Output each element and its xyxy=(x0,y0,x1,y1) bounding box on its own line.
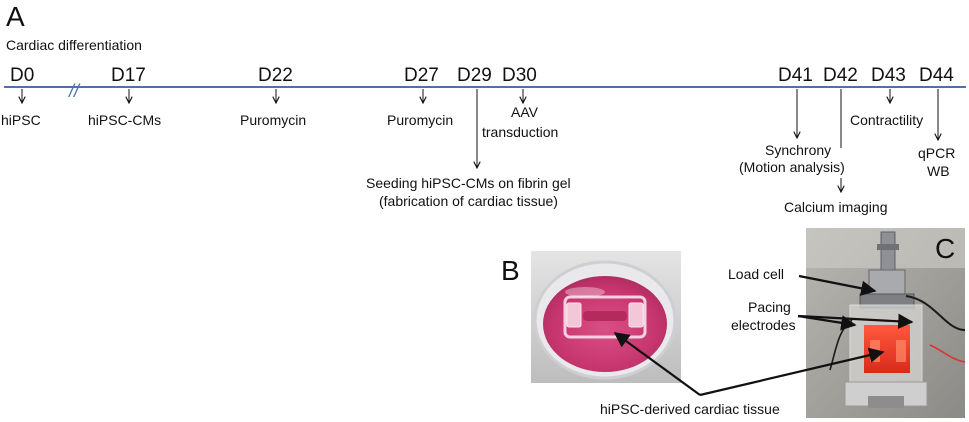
event-seeding-line1: Seeding hiPSC-CMs on fibrin gel xyxy=(366,175,571,191)
event-synchrony-line1: Synchrony xyxy=(765,142,831,158)
label-shared-tissue: hiPSC-derived cardiac tissue xyxy=(600,401,780,417)
micrometer xyxy=(880,231,896,273)
panel-b-letter: B xyxy=(501,255,520,286)
day-d43: D43 xyxy=(871,65,906,86)
event-puromycin-d27: Puromycin xyxy=(387,112,453,128)
pointer-load-cell xyxy=(798,274,877,296)
electrode-wire-red xyxy=(929,344,966,363)
event-hipsc-cms: hiPSC-CMs xyxy=(88,112,161,128)
label-load-cell: Load cell xyxy=(728,266,784,282)
label-pacing-line1: Pacing xyxy=(748,299,791,315)
day-d0: D0 xyxy=(10,65,34,86)
tissue-post-left xyxy=(566,302,582,328)
panel-b-photo xyxy=(531,251,681,383)
event-contractility: Contractility xyxy=(850,112,923,128)
pointer-electrode-2 xyxy=(797,313,914,329)
day-d17: D17 xyxy=(111,65,146,86)
day-d22: D22 xyxy=(258,65,293,86)
event-wb: WB xyxy=(927,163,950,179)
event-synchrony-line2: (Motion analysis) xyxy=(739,159,845,175)
event-hipsc: hiPSC xyxy=(1,112,41,128)
day-d27: D27 xyxy=(404,65,439,86)
day-d30: D30 xyxy=(502,65,537,86)
pointer-tissue-c xyxy=(699,347,885,397)
timeline-break-mark: // xyxy=(67,81,81,101)
pointer-tissue-b xyxy=(613,332,701,396)
timeline-arrows xyxy=(22,89,938,192)
panel-c-letter: C xyxy=(935,233,955,264)
tissue-post-right xyxy=(628,302,644,328)
day-d29: D29 xyxy=(457,65,492,86)
panel-c-pointers xyxy=(797,274,914,331)
day-d41: D41 xyxy=(778,65,813,86)
electrode-wire-black xyxy=(905,295,966,331)
event-aav-line1: AAV xyxy=(511,104,539,120)
label-pacing-line2: electrodes xyxy=(731,317,796,333)
tissue-frame xyxy=(563,295,647,339)
cardiac-tissue-strip xyxy=(583,311,627,321)
timeline-heading: Cardiac differentiation xyxy=(6,37,142,53)
load-cell-block xyxy=(868,269,906,297)
tissue-pointers xyxy=(613,332,885,397)
event-calcium: Calcium imaging xyxy=(784,199,887,215)
event-seeding-line2: (fabrication of cardiac tissue) xyxy=(379,193,558,209)
panel-c-photo xyxy=(806,228,966,418)
day-d44: D44 xyxy=(919,65,954,86)
event-puromycin-d22: Puromycin xyxy=(240,112,306,128)
day-d42: D42 xyxy=(823,65,858,86)
event-qpcr: qPCR xyxy=(918,145,955,161)
event-aav-line2: transduction xyxy=(482,124,558,140)
panel-a-letter: A xyxy=(6,1,25,32)
